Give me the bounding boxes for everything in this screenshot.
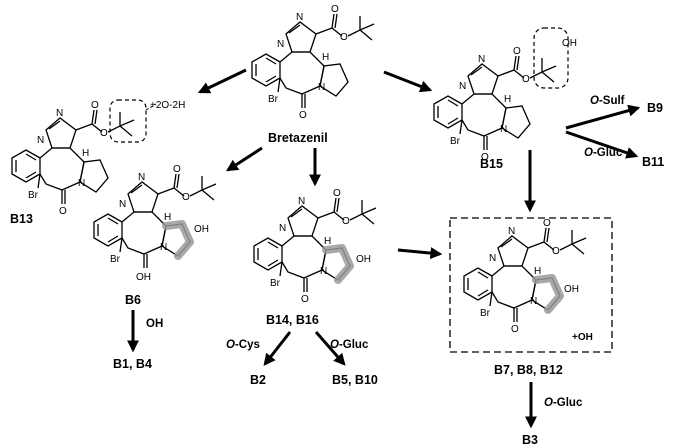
svg-text:N: N <box>56 108 63 119</box>
cond-o-cys: O-Cys <box>226 339 260 351</box>
svg-text:N: N <box>78 178 85 189</box>
svg-text:O: O <box>543 218 551 229</box>
label-b9: B9 <box>647 101 663 115</box>
arrow-bretazenil-to-b15 <box>383 70 433 93</box>
label-b2: B2 <box>250 373 266 387</box>
svg-text:H: H <box>534 266 541 277</box>
svg-text:O: O <box>513 46 521 57</box>
svg-text:O: O <box>182 192 190 203</box>
atom-oh: OH <box>564 284 579 295</box>
svg-text:N: N <box>320 266 327 277</box>
structure-b13: N N N O O O Br H <box>11 99 157 217</box>
structure-bretazenil: N N N O O O Br H <box>251 4 375 121</box>
label-b13-note: +2O-2H <box>150 100 185 111</box>
cond-o-gluc-b7: O-Gluc <box>544 397 583 409</box>
svg-text:H: H <box>504 94 511 105</box>
atom-n: N <box>296 12 303 23</box>
label-b11: B11 <box>642 155 664 169</box>
svg-text:O: O <box>522 74 530 85</box>
structure-b14-b16: N N N O O O Br H OH <box>253 188 377 305</box>
arrow-b14-to-b2 <box>263 331 292 366</box>
svg-text:Br: Br <box>110 254 121 265</box>
atom-br: Br <box>268 94 279 105</box>
svg-text:N: N <box>279 223 286 234</box>
dashed-box-b7 <box>449 217 613 353</box>
cond-o-sulf: O-Sulf <box>590 95 625 107</box>
svg-text:O: O <box>481 152 489 163</box>
atom-oh: OH <box>356 254 371 265</box>
cond-o-gluc-b14: O-Gluc <box>330 339 369 351</box>
atom-o: O <box>340 32 348 43</box>
svg-text:O: O <box>59 206 67 217</box>
atom-o: O <box>299 110 307 121</box>
atom-h: H <box>322 52 329 63</box>
structure-b7-b8-b12: N N N O O O Br H OH <box>463 218 587 335</box>
arrow-b14-to-b7 <box>397 247 443 260</box>
label-b6: B6 <box>125 293 141 307</box>
svg-text:O: O <box>100 128 108 139</box>
svg-text:N: N <box>160 242 167 253</box>
svg-text:O: O <box>301 294 309 305</box>
svg-text:N: N <box>298 196 305 207</box>
svg-text:N: N <box>119 199 126 210</box>
label-b14-b16: B14, B16 <box>266 313 319 327</box>
arrow-b15-to-b11 <box>565 130 639 159</box>
svg-text:Br: Br <box>270 278 281 289</box>
svg-text:O: O <box>342 216 350 227</box>
svg-text:N: N <box>37 135 44 146</box>
arrow-bretazenil-to-b13 <box>197 68 247 94</box>
label-bretazenil: Bretazenil <box>268 131 328 145</box>
label-b3: B3 <box>522 433 538 447</box>
svg-text:H: H <box>324 236 331 247</box>
svg-text:N: N <box>459 81 466 92</box>
svg-text:N: N <box>508 226 515 237</box>
svg-text:H: H <box>82 148 89 159</box>
atom-oh: OH <box>562 38 577 49</box>
svg-text:N: N <box>478 54 485 65</box>
atom-n: N <box>277 39 284 50</box>
atom-oh: OH <box>136 272 151 283</box>
structure-b6: N N N O O Br H OH OH <box>93 164 217 283</box>
label-b7-b8-b12: B7, B8, B12 <box>494 363 563 377</box>
dashed-box <box>533 27 569 89</box>
svg-text:Br: Br <box>28 190 39 201</box>
svg-text:N: N <box>138 172 145 183</box>
arrow-bretazenil-to-b6 <box>225 146 263 172</box>
svg-text:O: O <box>91 100 99 111</box>
atom-o: O <box>331 4 339 15</box>
svg-text:Br: Br <box>480 308 491 319</box>
svg-text:N: N <box>530 296 537 307</box>
svg-text:O: O <box>552 246 560 257</box>
structure-b15: N N N O O O Br H OH <box>433 27 577 163</box>
svg-text:O: O <box>333 188 341 199</box>
svg-text:N: N <box>500 124 507 135</box>
cond-o-gluc-b15: O-Gluc <box>584 147 623 159</box>
svg-text:O: O <box>511 324 519 335</box>
label-b15: B15 <box>480 157 503 171</box>
arrow-b14-to-b5 <box>314 331 346 366</box>
svg-text:O: O <box>173 164 181 175</box>
svg-text:N: N <box>489 253 496 264</box>
svg-text:H: H <box>164 212 171 223</box>
cond-oh: OH <box>146 318 163 330</box>
label-b1-b4: B1, B4 <box>113 357 152 371</box>
label-b5-b10: B5, B10 <box>332 373 378 387</box>
svg-text:Br: Br <box>450 136 461 147</box>
atom-n: N <box>318 82 325 93</box>
atom-oh: OH <box>194 224 209 235</box>
label-b7-note: +OH <box>572 332 593 343</box>
arrow-b15-to-b9 <box>565 104 641 130</box>
dashed-box <box>109 99 147 143</box>
label-b13: B13 <box>10 212 33 226</box>
